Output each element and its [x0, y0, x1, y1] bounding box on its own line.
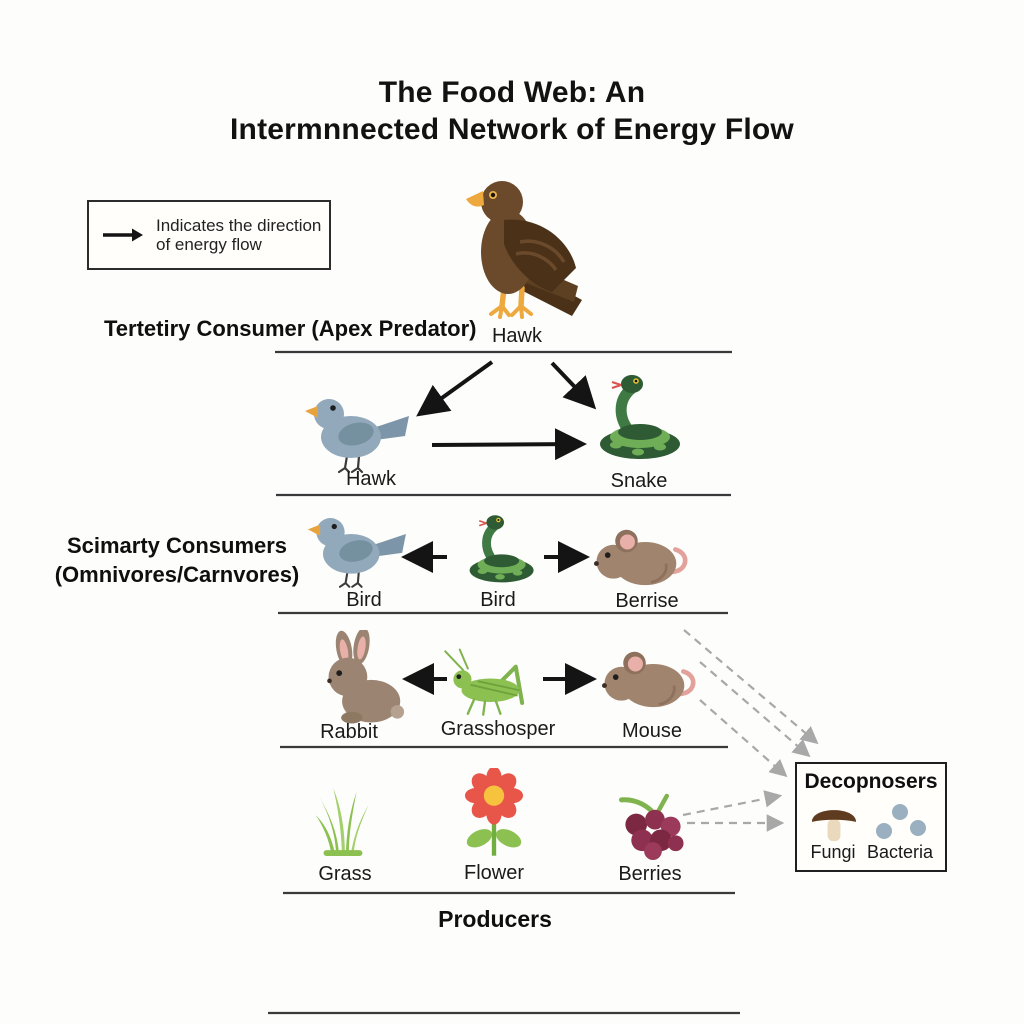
legend-text-line-2: of energy flow [156, 235, 262, 254]
grass-icon [315, 787, 369, 856]
label-tier4-mouse: Mouse [621, 720, 683, 742]
bird-icon [305, 399, 409, 474]
dashed-arrow-4 [682, 790, 783, 817]
label-tier2-snake: Snake [610, 470, 668, 492]
arrow-bird-to-snake [431, 428, 587, 461]
grasshopper-icon [444, 648, 525, 716]
bird-icon [307, 518, 406, 588]
label-tier3-bird: Bird [346, 589, 382, 611]
label-bacteria: Bacteria [866, 842, 934, 862]
label-berries: Berries [618, 863, 682, 885]
bacteria-icon [876, 804, 926, 839]
label-tier3-mouse: Berrise [615, 590, 679, 612]
mouse-icon [601, 651, 696, 708]
label-apex-hawk: Hawk [491, 325, 543, 347]
arrow-hawk-to-bird [416, 360, 494, 417]
arrow-hawk-to-snake [550, 361, 597, 410]
decomposers-title: Decopnosers [804, 770, 938, 793]
label-fungi: Fungi [810, 842, 856, 862]
energy-flow-arrow-icon [103, 228, 143, 242]
tier-label-secondary-line-2: (Omnivores/Carnvores) [54, 562, 300, 587]
title-line-2: Intermnnected Network of Energy Flow [230, 113, 794, 146]
snake-icon [600, 375, 680, 459]
label-tier3-snake: Bird [480, 589, 516, 611]
tier-label-producers: Producers [438, 906, 552, 932]
tier-label-tertiary-consumer: Tertetiry Consumer (Apex Predator) [104, 316, 477, 341]
legend-text-line-1: Indicates the direction [156, 216, 322, 235]
mouse-icon [593, 529, 688, 586]
tier-label-secondary-consumers: Scimarty Consumers (Omnivores/Carnvores) [55, 531, 300, 589]
label-tier4-grasshopper: Grasshosper [440, 718, 556, 740]
mushroom-icon [811, 810, 857, 842]
dashed-arrow-3 [699, 699, 788, 778]
legend-box: Indicates the direction of energy flow [87, 200, 331, 270]
eagle-icon [466, 181, 582, 319]
decomposers-box: Decopnosers Fungi Bacteria [795, 762, 947, 872]
title-line-1: The Food Web: An [378, 76, 646, 109]
diagram-title: The Food Web: An Intermnnected Network o… [0, 74, 1024, 148]
berries-icon [618, 793, 684, 860]
rabbit-icon [327, 630, 405, 724]
dashed-arrow-1 [683, 629, 819, 745]
snake-icon [469, 515, 534, 583]
label-flower: Flower [463, 862, 525, 884]
tier-label-secondary-line-1: Scimarty Consumers [66, 533, 288, 558]
label-tier2-bird: Hawk [345, 468, 397, 490]
label-tier4-rabbit: Rabbit [320, 721, 378, 743]
legend-text: Indicates the direction of energy flow [156, 216, 321, 254]
dashed-arrow-2 [699, 661, 811, 758]
label-grass: Grass [318, 863, 372, 885]
flower-icon [464, 768, 524, 856]
